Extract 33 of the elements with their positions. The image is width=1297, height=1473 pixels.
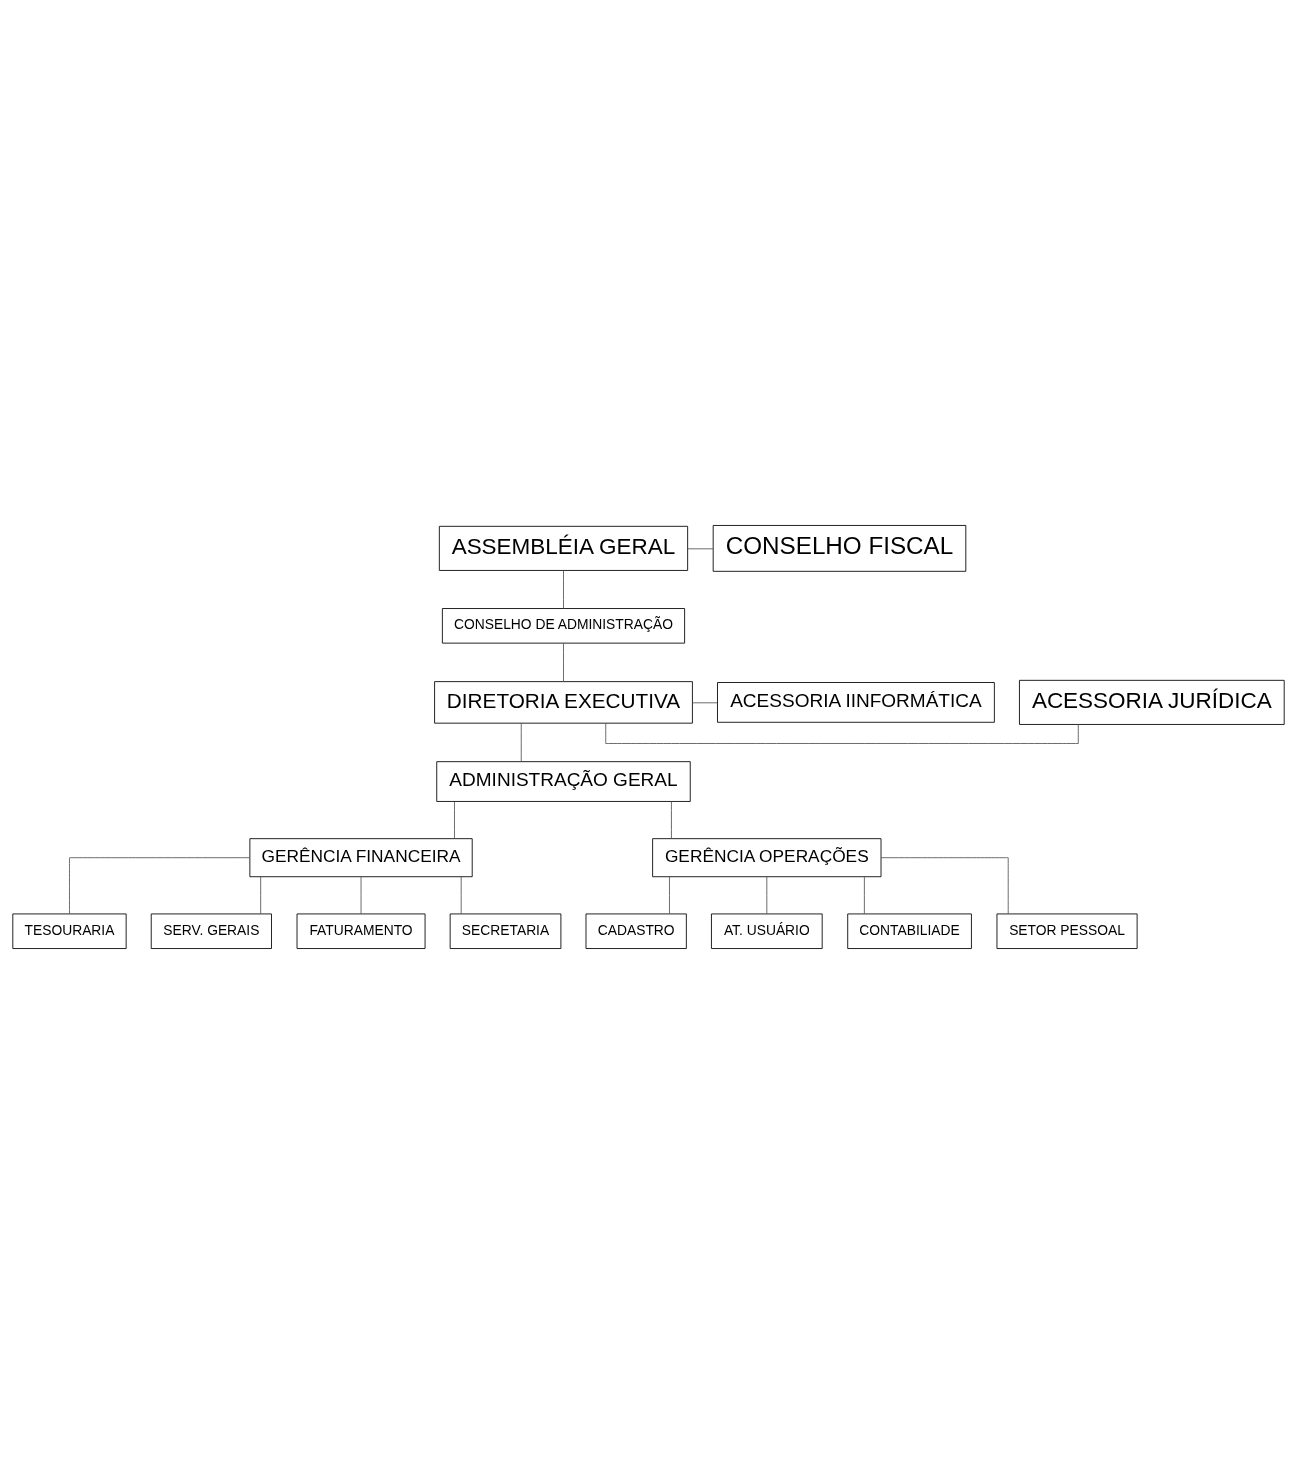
connector	[687, 547, 714, 549]
node-box: SETOR PESSOAL	[996, 913, 1138, 949]
node-box: SECRETARIA	[449, 913, 562, 949]
connector	[460, 876, 462, 914]
connector	[454, 800, 455, 839]
node-box: GERÊNCIA OPERAÇÕES	[652, 837, 882, 877]
connector	[863, 876, 865, 914]
connector	[260, 876, 262, 914]
node-box: TESOURARIA	[12, 913, 127, 949]
connector	[766, 876, 768, 914]
node-box: ASSEMBLÉIA GERAL	[438, 525, 689, 571]
connector	[520, 722, 522, 762]
node-box: DIRETORIA EXECUTIVA	[434, 680, 693, 724]
connector	[880, 856, 1009, 914]
node-box: ACESSORIA IINFORMÁTICA	[717, 681, 995, 723]
node-box: SERV. GERAIS	[150, 913, 272, 949]
node-box: GERÊNCIA FINANCEIRA	[249, 837, 473, 877]
connector	[669, 876, 670, 914]
connector	[360, 876, 362, 914]
connector	[692, 701, 718, 703]
connector	[69, 856, 250, 914]
node-box: CONTABILIADE	[847, 913, 972, 949]
node-box: AT. USUÁRIO	[711, 913, 823, 949]
connector	[671, 800, 672, 839]
node-box: ACESSORIA JURÍDICA	[1019, 679, 1285, 725]
connector	[563, 642, 564, 682]
node-box: CONSELHO FISCAL	[712, 524, 967, 572]
node-box: ADMINISTRAÇÃO GERAL	[436, 760, 691, 802]
connector	[605, 722, 1079, 744]
node-box: CADASTRO	[585, 913, 687, 949]
node-box: CONSELHO DE ADMINISTRAÇÃO	[441, 607, 686, 644]
connector	[563, 569, 564, 609]
node-box: FATURAMENTO	[296, 913, 426, 949]
